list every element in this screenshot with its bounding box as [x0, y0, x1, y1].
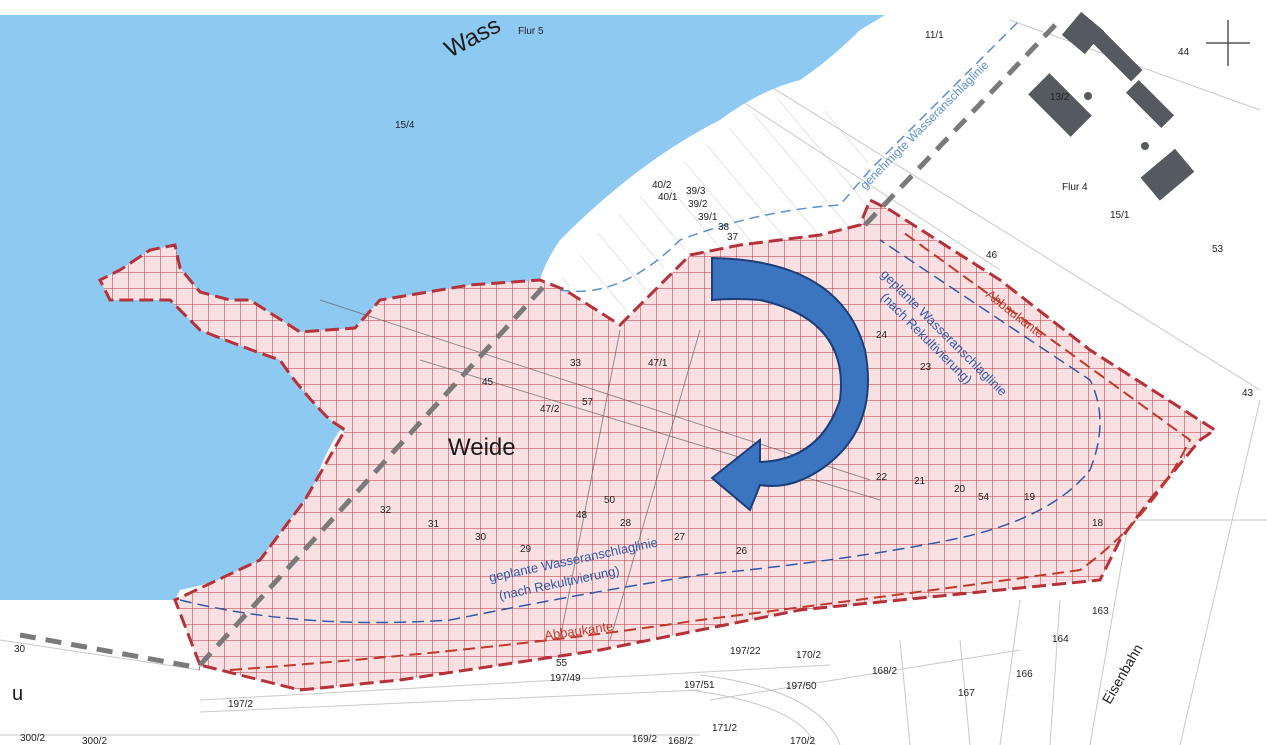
- parcel-number: 300/2: [82, 736, 107, 745]
- parcel-number: 50: [604, 495, 616, 506]
- parcel-number: 197/51: [684, 680, 715, 691]
- parcel-number: 197/22: [730, 646, 761, 657]
- parcel-number: 37: [727, 232, 739, 243]
- parcel-number: 168/2: [668, 736, 693, 745]
- parcel-number: 163: [1092, 606, 1109, 617]
- parcel-number: 39/1: [698, 212, 718, 223]
- flur-label: Flur 4: [1062, 182, 1088, 193]
- parcel-number: 54: [978, 492, 990, 503]
- parcel-number: 23: [920, 362, 932, 373]
- direction-arrow: [710, 256, 869, 512]
- parcel-number: 20: [954, 484, 966, 495]
- abbaukante-line: [229, 229, 1192, 671]
- parcel-number: 15/1: [1110, 210, 1130, 221]
- parcel-number: 21: [914, 476, 926, 487]
- parcel-number: 48: [576, 510, 588, 521]
- parcel-number: 300/2: [20, 733, 45, 744]
- wasseranschlag-approved: [559, 19, 1021, 293]
- parcel-number: 26: [736, 546, 748, 557]
- parcel-number: 33: [570, 358, 582, 369]
- parcel-number: 168/2: [872, 666, 897, 677]
- parcel-number: 169/2: [632, 734, 657, 745]
- parcel-number: 28: [620, 518, 632, 529]
- parcel-number: 164: [1052, 634, 1069, 645]
- parcel-number: 170/2: [790, 736, 815, 745]
- parcel-number: 22: [876, 472, 888, 483]
- parcel-number: 167: [958, 688, 975, 699]
- parcel-number: 57: [582, 397, 594, 408]
- parcel-number: 32: [380, 505, 392, 516]
- buildings: [1028, 11, 1195, 201]
- parcel-number: 30: [14, 644, 26, 655]
- parcel-number: 18: [1092, 518, 1104, 529]
- parcel-number: 39/3: [686, 186, 706, 197]
- parcel-number: 31: [428, 519, 440, 530]
- parcel-number: 43: [1242, 388, 1254, 399]
- parcel-number: 197/50: [786, 681, 817, 692]
- corner-letter: u: [12, 683, 23, 705]
- parcel-number: 30: [475, 532, 487, 543]
- parcel-number: 197/2: [228, 699, 253, 710]
- cadastre-lines: [0, 19, 1267, 745]
- crosshair-icon: [1206, 20, 1250, 66]
- weide-label: Weide: [448, 434, 516, 461]
- parcel-number: 55: [556, 658, 568, 669]
- flur-label: Flur 5: [518, 26, 544, 37]
- parcel-number: 166: [1016, 669, 1033, 680]
- parcel-number: 24: [876, 330, 888, 341]
- parcel-number: 15/4: [395, 120, 415, 131]
- parcel-number: 170/2: [796, 650, 821, 661]
- parcel-number: 11/1: [925, 30, 944, 41]
- parcel-number: 40/1: [658, 192, 678, 203]
- parcel-number: 171/2: [712, 723, 737, 734]
- parcel-number: 46: [986, 250, 998, 261]
- parcel-number: 45: [482, 377, 494, 388]
- gray-boundary-dashes: [19, 18, 1062, 671]
- wasseranschlag-planned-bottom: [179, 239, 1101, 624]
- parcel-number: 44: [1178, 47, 1190, 58]
- parcel-number: 197/49: [550, 673, 581, 684]
- parcel-number: 19: [1024, 492, 1036, 503]
- parcel-number: 38: [718, 222, 730, 233]
- parcel-number: 27: [674, 532, 686, 543]
- parcel-number: 53: [1212, 244, 1224, 255]
- shore-strip: [560, 90, 870, 320]
- parcel-number: 39/2: [688, 199, 708, 210]
- parcel-number: 47/2: [540, 404, 560, 415]
- parcel-number: 13/2: [1050, 92, 1070, 103]
- parcel-number: 40/2: [652, 180, 672, 191]
- parcel-number: 29: [520, 544, 532, 555]
- parcel-numbers: 11/1 44 13/2 15/4 15/1 40/2 40/1 39/3 39…: [14, 30, 1254, 745]
- parcel-number: 47/1: [648, 358, 668, 369]
